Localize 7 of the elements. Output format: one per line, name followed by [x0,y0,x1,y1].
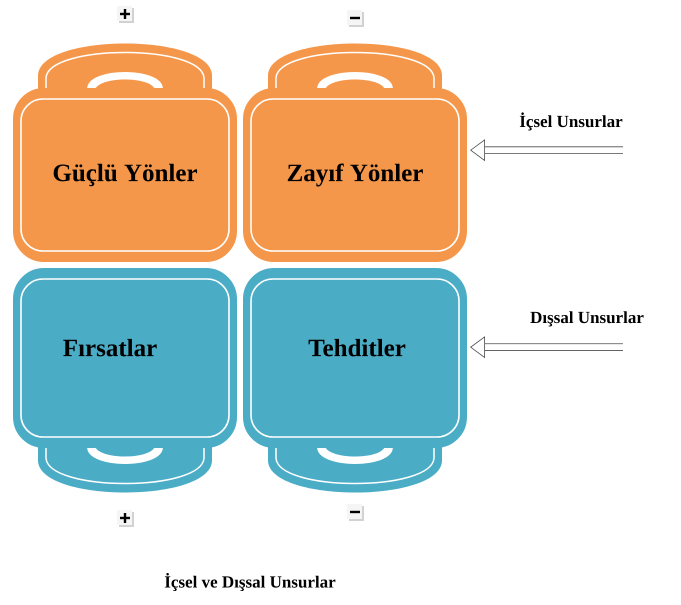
case-box: Fırsatlar [13,268,237,492]
side-label: Dışsal Unsurlar [530,311,644,326]
case-box: Tehditler [243,268,467,492]
side-label: İçsel Unsurlar [520,112,622,130]
caption: İçsel ve Dışsal Unsurlar [164,572,336,592]
case-box: Güçlü Yönler [13,44,237,262]
case-box: Zayıf Yönler [243,44,467,262]
